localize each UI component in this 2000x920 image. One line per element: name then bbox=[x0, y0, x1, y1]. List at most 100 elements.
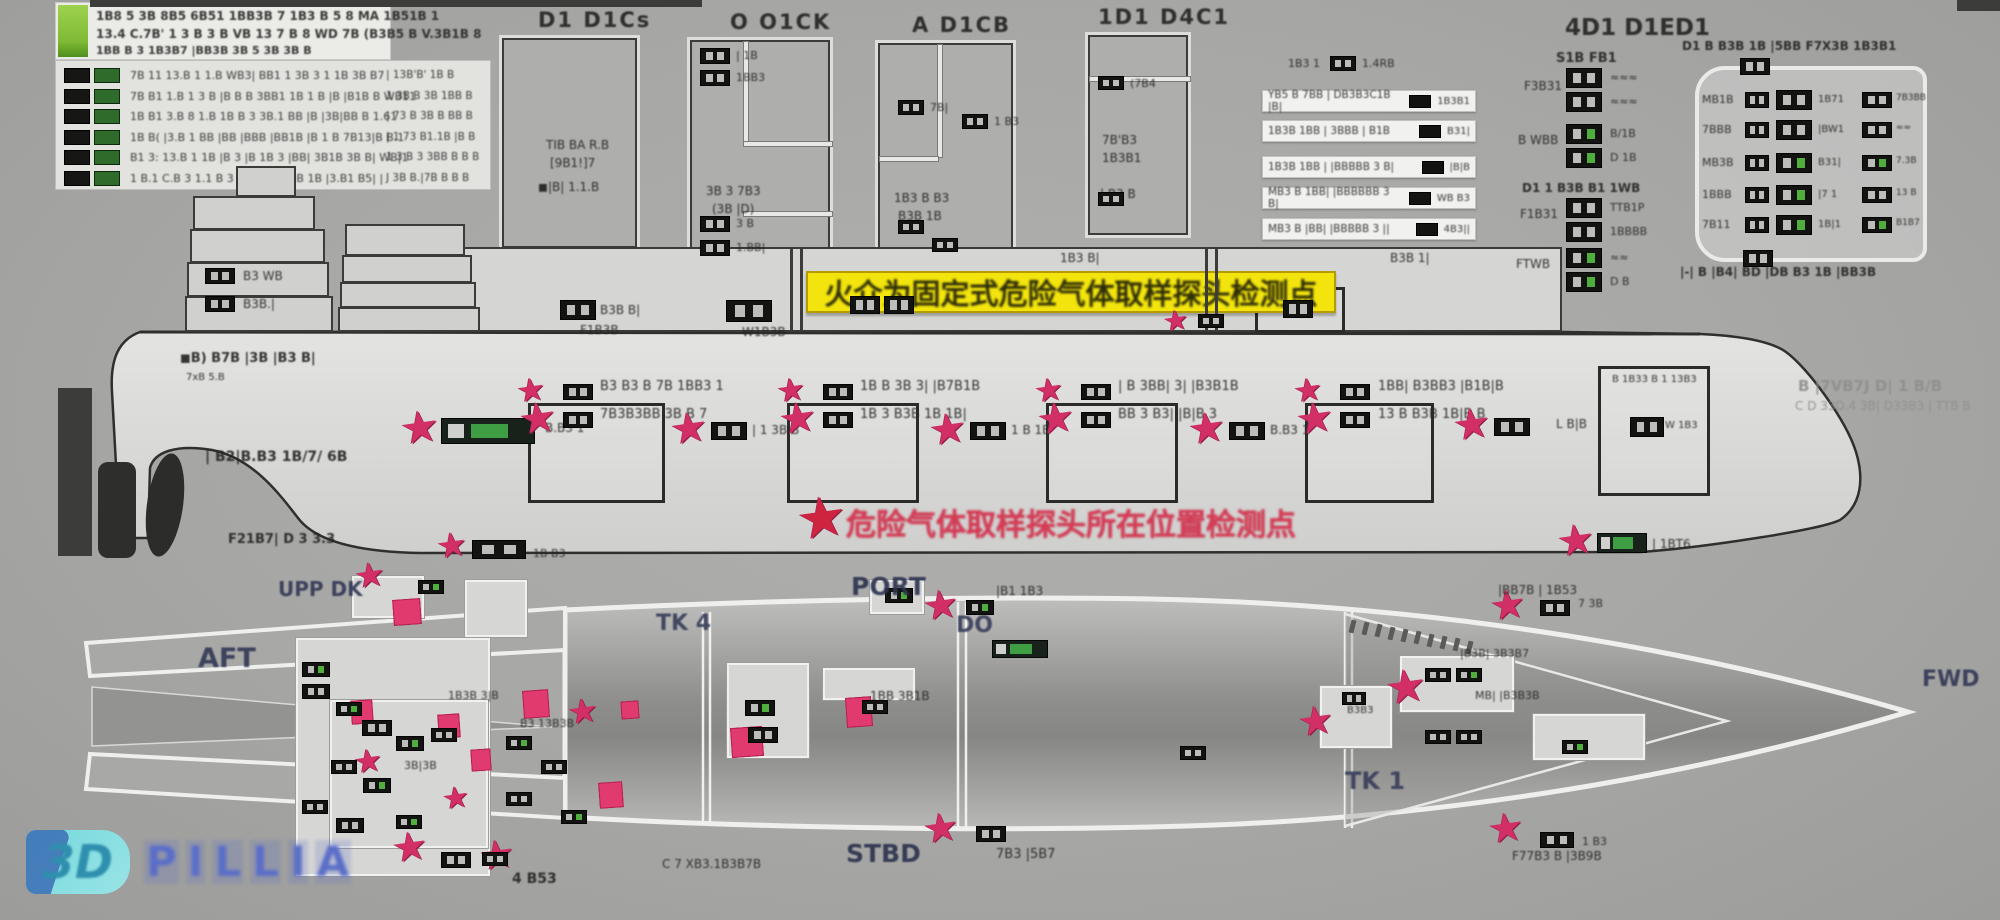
sensor-icon bbox=[1745, 217, 1769, 233]
sensor-icon bbox=[1862, 187, 1892, 203]
sensor-icon bbox=[205, 268, 235, 284]
sensor-icon bbox=[885, 588, 913, 603]
deck-box-label: 1B3B1 bbox=[1102, 151, 1142, 165]
legend-header-panel: 1B8 5 3B 8B5 6B51 1BB3B 7 1B3 B 5 8 MA 1… bbox=[55, 2, 481, 60]
superstructure-tier bbox=[345, 224, 465, 256]
annotation-text: UPP DK bbox=[278, 577, 363, 601]
legend-swatch-green bbox=[94, 170, 120, 186]
sensor-icon bbox=[726, 300, 772, 322]
sensor-icon bbox=[1776, 185, 1812, 205]
annotation-text: 7BBB bbox=[1702, 123, 1732, 136]
sensor-bar-icon bbox=[441, 418, 535, 444]
sensor-icon bbox=[1776, 215, 1812, 235]
annotation-text: | B2|B.B3 1B/7/ 6B bbox=[205, 449, 348, 465]
sensor-icon bbox=[700, 216, 730, 232]
detector-strip-row: MB3 B 1BB| |BBBBBB 3 B|WB B3 bbox=[1262, 186, 1476, 210]
sensor-icon bbox=[1862, 122, 1892, 138]
annotation-text: 1BBBB bbox=[1610, 225, 1648, 238]
deck-box-label: 3B 3 7B3 bbox=[706, 184, 761, 198]
watermark-letter: I bbox=[287, 836, 308, 886]
dark-strip bbox=[1215, 249, 1218, 330]
annotation-text: ≈≈≈ bbox=[1610, 71, 1638, 84]
sensor-icon bbox=[302, 662, 330, 677]
annotation-text: 1B B3 bbox=[533, 547, 566, 560]
sensor-icon bbox=[962, 114, 988, 129]
sensor-icon bbox=[561, 810, 587, 824]
strip-row-sensor-icon bbox=[1419, 124, 1442, 138]
annotation-text: W1B3B bbox=[742, 325, 786, 339]
legend-row-right-text: | 73 B 3B B BB B bbox=[386, 110, 473, 122]
annotation-text: 1 B 1B bbox=[1011, 423, 1051, 437]
sensor-icon bbox=[1745, 187, 1769, 203]
deck-box-label: TIB BA R.B bbox=[546, 138, 610, 152]
strip-row-text: 1B3B 1BB | 3BBB | B1B bbox=[1268, 125, 1390, 137]
sensor-icon bbox=[1566, 68, 1602, 88]
strip-row-sensor-icon bbox=[1409, 94, 1432, 108]
deck-box-label: 7B'B3 bbox=[1102, 133, 1138, 147]
legend-row-right-text: | 1 73 B1.1B |B B bbox=[386, 130, 476, 143]
watermark-letter: P bbox=[144, 836, 179, 886]
annotation-text: B1B7 bbox=[1896, 218, 1920, 228]
sensor-icon bbox=[441, 852, 471, 868]
legend-row-right-text: 1 3B B 3B 1BB B bbox=[386, 89, 473, 102]
pink-marker bbox=[598, 781, 624, 809]
strip-row-right-text: WB B3 bbox=[1436, 192, 1470, 204]
sensor-icon bbox=[1776, 90, 1812, 110]
legend-row-text: 7B B1 1.B 1 3 B |B B B 3BB1 1B 1 B |B |B… bbox=[130, 89, 417, 103]
sensor-icon bbox=[362, 720, 392, 736]
annotation-text: |BB7B | 1B53 bbox=[1498, 583, 1578, 597]
sensor-icon bbox=[711, 422, 747, 440]
sensor-icon bbox=[1180, 746, 1206, 760]
deck-plan-title: A D1CB bbox=[912, 13, 1012, 37]
sensor-icon bbox=[970, 422, 1006, 440]
sensor-icon bbox=[1630, 417, 1664, 437]
legend-row: 7B 11 13.B 1 1.B WB3| BB1 1 3B 3 1 1B 3B… bbox=[56, 66, 490, 86]
deck-plan-title: O O1CK bbox=[730, 10, 832, 34]
structure-box bbox=[1400, 656, 1514, 712]
sensor-icon bbox=[363, 778, 391, 793]
watermark-letter: L bbox=[212, 836, 244, 886]
deck-partition bbox=[1090, 77, 1190, 81]
annotation-text: B.B3 1 bbox=[1270, 423, 1310, 437]
superstructure-tier bbox=[236, 166, 296, 197]
sensor-icon bbox=[1342, 692, 1366, 705]
watermark-letter: I bbox=[185, 836, 206, 886]
annotation-text: | 1 3B B bbox=[752, 423, 800, 437]
annotation-text: 7.3B bbox=[1896, 156, 1917, 166]
sensor-icon bbox=[1540, 832, 1574, 848]
sensor-icon bbox=[1081, 384, 1111, 400]
sensor-icon bbox=[1862, 155, 1892, 171]
deck-partition bbox=[880, 157, 938, 161]
sensor-bar-icon bbox=[1597, 533, 1647, 553]
red-note: 危险气体取样探头所在位置检测点 bbox=[846, 502, 1306, 543]
sensor-icon bbox=[1862, 217, 1892, 233]
sensor-icon bbox=[418, 580, 444, 594]
strip-row-sensor-icon bbox=[1408, 191, 1431, 205]
annotation-text: B/1B bbox=[1610, 127, 1636, 140]
legend-header-line: 13.4 C.7B' 1 3 B 3 B VB 13 7 B 8 WD 7B (… bbox=[96, 27, 482, 41]
annotation-text: D1 B B3B 1B |5BB F7X3B 1B3B1 bbox=[1682, 39, 1897, 53]
annotation-text: DO bbox=[956, 613, 993, 638]
sensor-icon bbox=[976, 826, 1006, 842]
annotation-text: C D 33D.4 3B| D33B3 | TTB B bbox=[1795, 399, 1971, 413]
annotation-text: ≈≈ bbox=[1896, 123, 1912, 133]
annotation-text: TK 1 bbox=[1345, 767, 1406, 795]
sensor-icon bbox=[1340, 412, 1370, 428]
deck-plan-title: D1 D1Cs bbox=[538, 8, 652, 32]
sensor-icon bbox=[1745, 155, 1769, 171]
dark-strip bbox=[58, 388, 92, 556]
legend-swatch-black bbox=[64, 68, 90, 83]
deck-box-label: [9B1!]7 bbox=[550, 156, 596, 170]
annotation-text: | B 3BB| 3| |B3B1B bbox=[1118, 379, 1239, 394]
sensor-icon bbox=[932, 238, 958, 252]
sensor-icon bbox=[1566, 124, 1602, 144]
sensor-icon bbox=[331, 760, 357, 774]
sensor-icon bbox=[396, 815, 422, 829]
sensor-icon bbox=[700, 70, 730, 86]
cargo-hold-box bbox=[528, 403, 665, 503]
sensor-icon bbox=[1776, 120, 1812, 140]
annotation-text: B31| bbox=[1818, 157, 1841, 168]
sensor-icon bbox=[302, 800, 328, 814]
